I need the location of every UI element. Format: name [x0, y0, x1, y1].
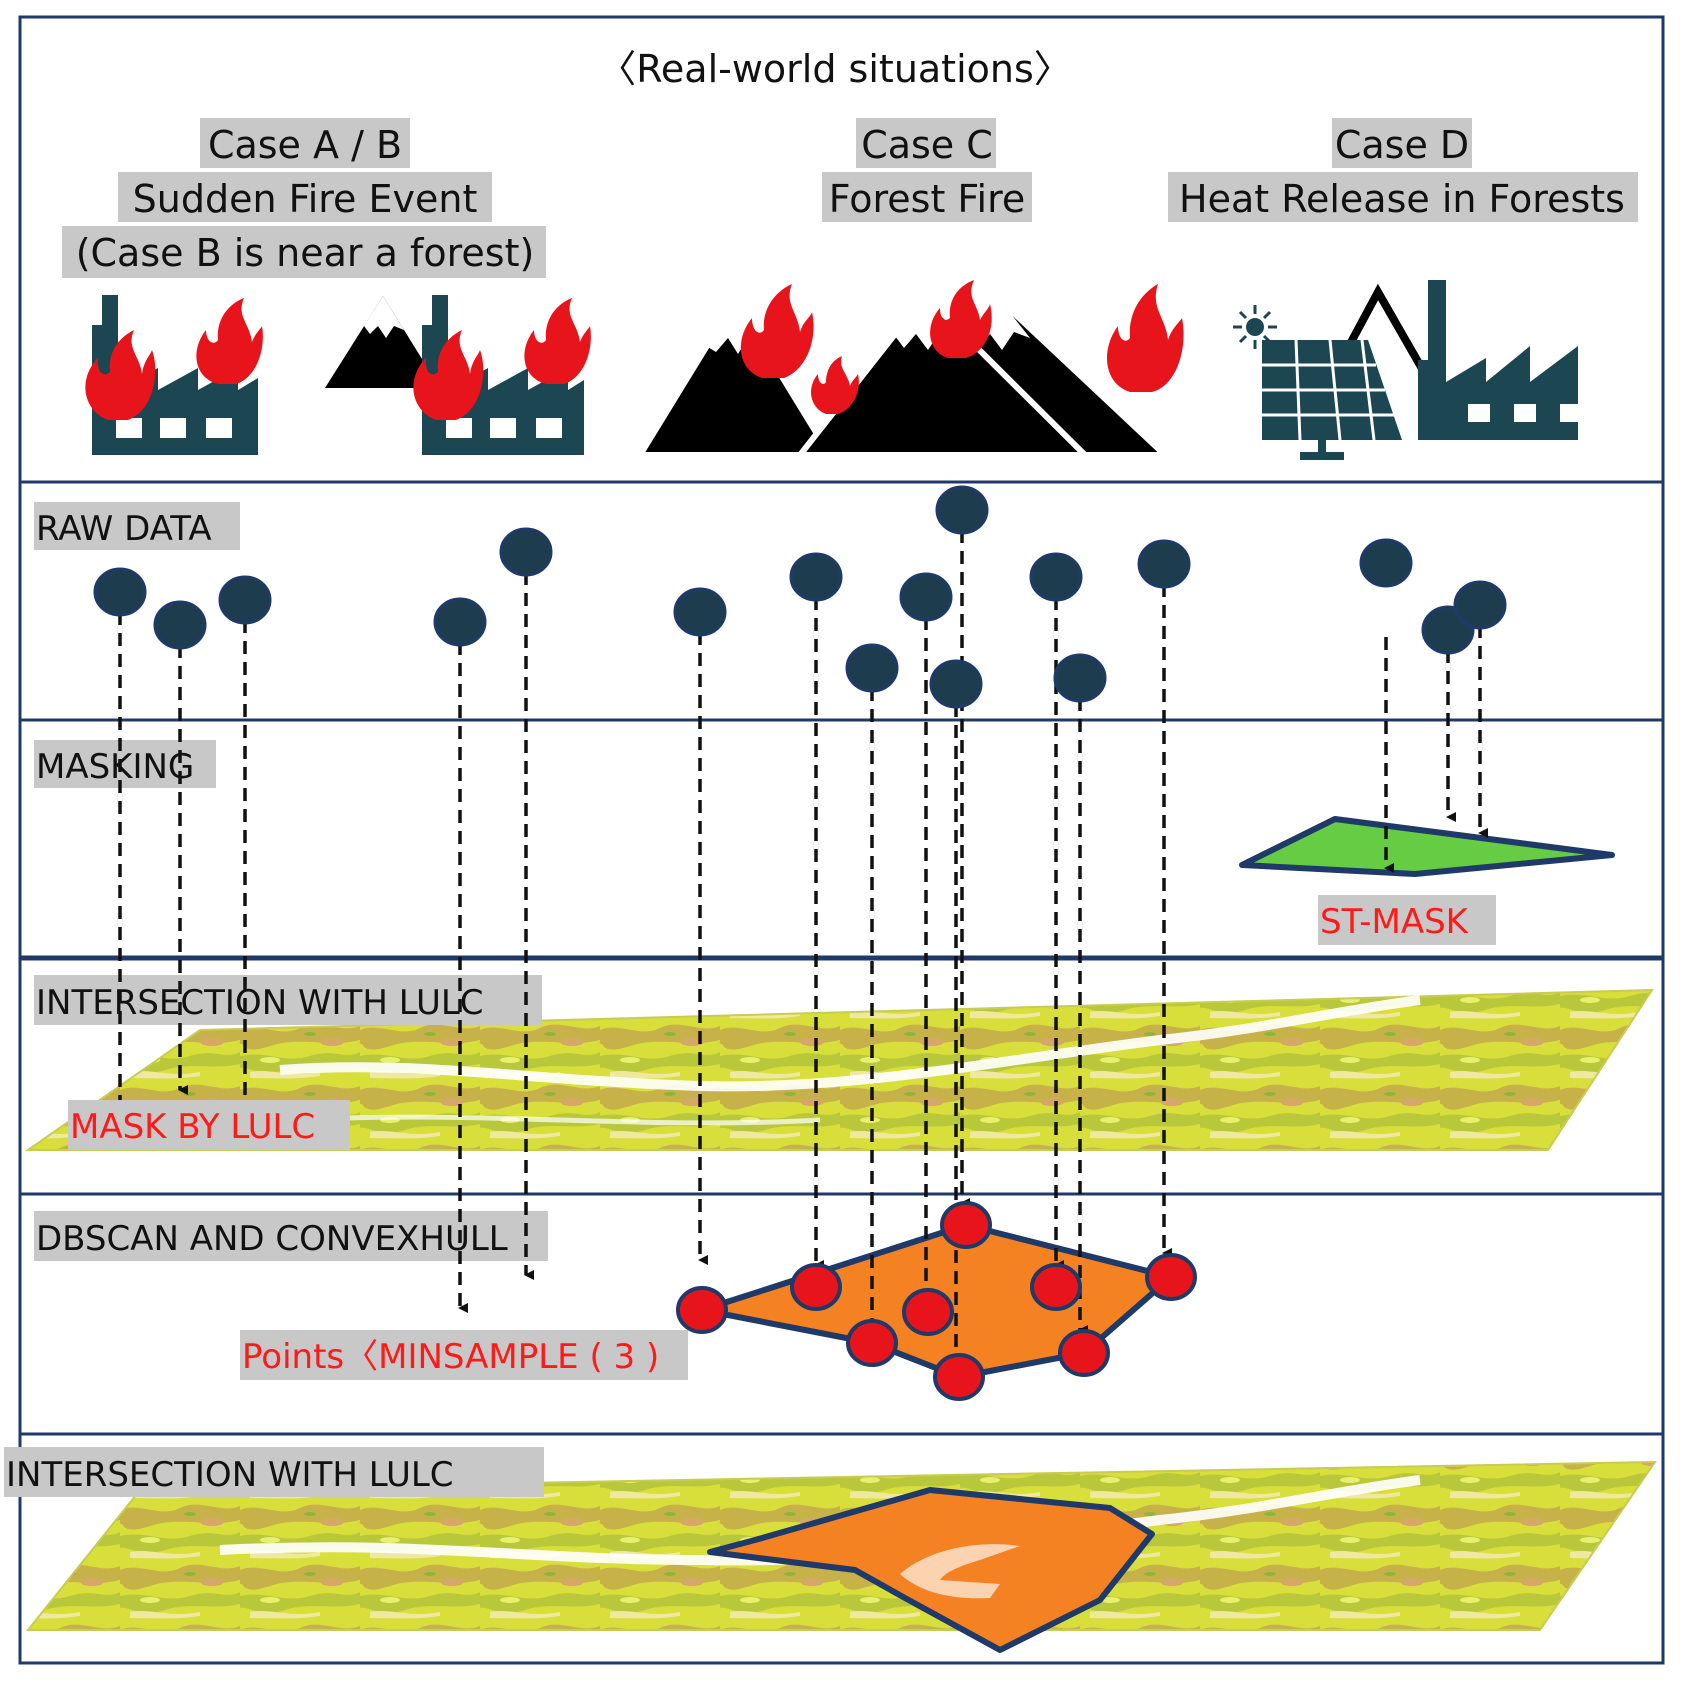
case-ab-label: Case A / B Sudden Fire Event (Case B is … — [62, 118, 546, 278]
raw-data-point — [153, 600, 207, 650]
flame-icon — [930, 280, 992, 358]
solar-panel-icon — [1262, 339, 1402, 460]
mask-by-lulc-label: MASK BY LULC — [70, 1107, 315, 1147]
flame-icon — [196, 298, 263, 384]
flame-icon — [85, 330, 156, 420]
raw-points — [93, 485, 1507, 709]
cluster-point — [933, 1353, 985, 1401]
minsample-label: Points〈MINSAMPLE ( 3 ) — [242, 1337, 659, 1377]
cluster-point — [790, 1263, 842, 1311]
cluster-point — [1058, 1329, 1110, 1377]
cluster-point — [940, 1201, 992, 1249]
case-d-label: Case D Heat Release in Forests — [1168, 118, 1638, 222]
factory-icon — [1418, 280, 1582, 440]
raw-data-point — [1137, 539, 1191, 589]
cluster-points — [676, 1201, 1197, 1401]
raw-data-point — [1053, 653, 1107, 703]
raw-data-point — [899, 572, 953, 622]
raw-data-point — [1029, 552, 1083, 602]
flame-icon — [811, 356, 859, 414]
raw-data-point — [1359, 538, 1413, 588]
raw-data-point — [789, 552, 843, 602]
raw-data-point — [499, 527, 553, 577]
case-ab-subtitle: Sudden Fire Event — [133, 177, 478, 221]
cluster-point — [1145, 1253, 1197, 1301]
case-d-title: Case D — [1335, 123, 1469, 167]
raw-data-point — [935, 485, 989, 535]
cluster-point — [676, 1286, 728, 1334]
flame-icon — [1106, 284, 1184, 392]
flame-icon — [524, 298, 591, 384]
case-c-subtitle: Forest Fire — [829, 177, 1026, 221]
outer-frame — [18, 15, 1665, 1665]
section-dbscan: DBSCAN AND CONVEXHULL — [36, 1219, 508, 1259]
raw-data-point — [673, 587, 727, 637]
case-c-label: Case C Forest Fire — [822, 118, 1032, 222]
sun-icon — [1233, 305, 1277, 349]
raw-data-point — [218, 575, 272, 625]
flow-arrows — [118, 530, 1488, 1370]
flame-icon — [413, 330, 484, 420]
section-intersection-lulc-final: INTERSECTION WITH LULC — [6, 1455, 454, 1495]
diagram-title: 〈Real-world situations〉 — [598, 47, 1072, 91]
st-mask-label: ST-MASK — [1320, 902, 1470, 942]
cluster-point — [902, 1288, 954, 1336]
case-ab-note: (Case B is near a forest) — [76, 231, 535, 275]
case-d-subtitle: Heat Release in Forests — [1179, 177, 1625, 221]
raw-data-point — [93, 567, 147, 617]
cluster-point — [846, 1319, 898, 1367]
raw-data-point — [929, 659, 983, 709]
raw-data-point — [433, 597, 487, 647]
case-c-title: Case C — [861, 123, 993, 167]
flame-icon — [740, 284, 814, 378]
raw-data-point — [845, 643, 899, 693]
mountain-icon — [793, 291, 1093, 458]
st-mask-polygon — [1239, 816, 1615, 877]
raw-data-point — [1453, 580, 1507, 630]
mountain-icon — [325, 296, 440, 388]
cluster-point — [1030, 1263, 1082, 1311]
section-masking: MASKING — [36, 747, 194, 787]
case-ab-title: Case A / B — [208, 123, 402, 167]
section-intersection-lulc: INTERSECTION WITH LULC — [36, 983, 484, 1023]
mountain-icon — [634, 294, 836, 458]
section-raw-data: RAW DATA — [36, 509, 212, 549]
